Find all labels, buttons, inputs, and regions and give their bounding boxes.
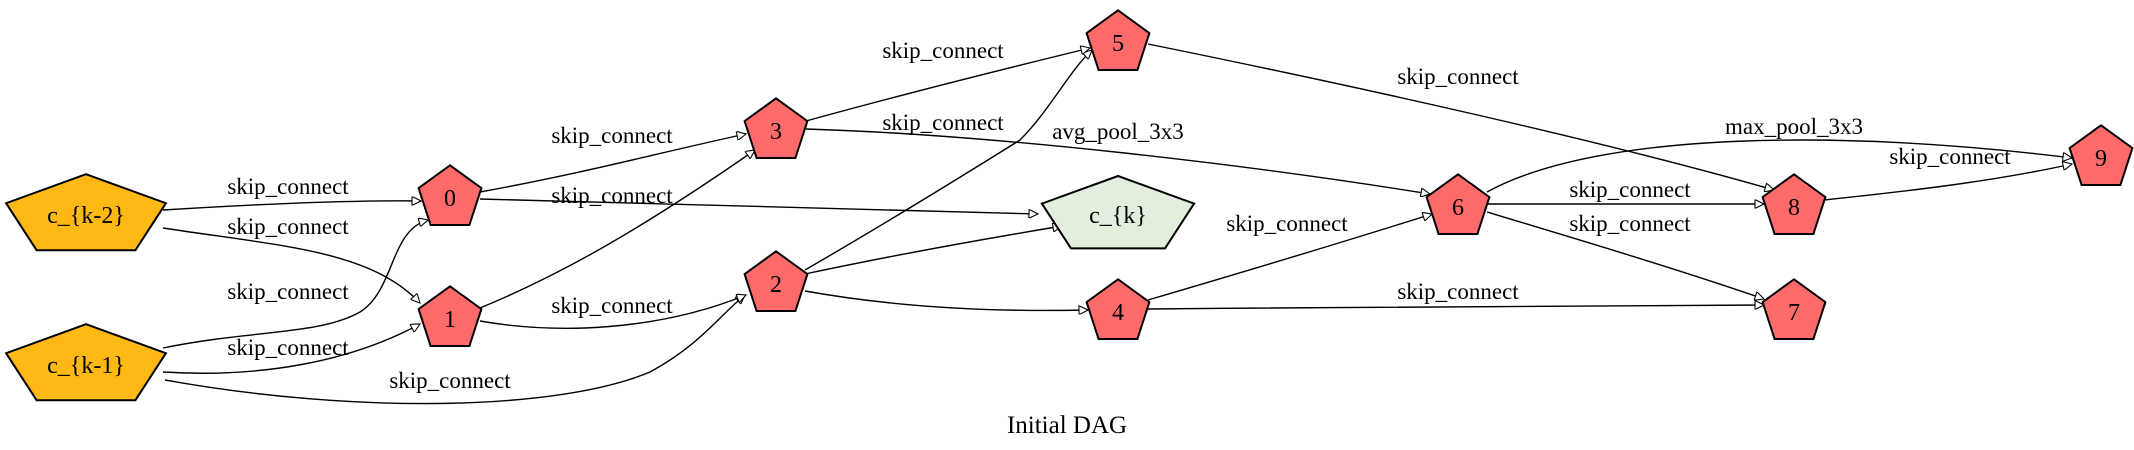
edge-label-n3-to-n5: avg_pool_3x3: [1052, 119, 1184, 144]
edge-label-ck1-to-n2: skip_connect: [389, 368, 511, 393]
node-shape-n0: [417, 164, 483, 226]
edge-label-n4-to-n7: skip_connect: [1397, 64, 1519, 89]
edge-label-n1-to-n2: skip_connect: [551, 293, 673, 318]
edge-ck1-to-n1: [162, 323, 420, 374]
node-shape-n4: [1085, 278, 1151, 340]
node-shape-n9: [2068, 124, 2134, 186]
edge-n1-to-n4: [804, 50, 1092, 271]
node-label-n5: 5: [1112, 31, 1124, 57]
node-n2: 2: [743, 250, 809, 312]
node-n8: 8: [1761, 173, 1827, 235]
edge-label-n6-to-n9: skip_connect: [1569, 177, 1691, 202]
node-shape-ck: [1040, 174, 1196, 250]
node-label-n2: 2: [770, 272, 782, 298]
edge-n4-to-n7: [1147, 43, 1774, 190]
edge-n3-to-n5: [805, 128, 1430, 194]
node-label-n8: 8: [1788, 195, 1800, 221]
edge-labels-layer: skip_connectskip_connectskip_connectskip…: [227, 38, 2011, 393]
node-shape-n7: [1761, 278, 1827, 340]
edge-label-n0-to-n3: skip_connect: [551, 123, 673, 148]
node-n4: 4: [1085, 278, 1151, 340]
node-shape-n2: [743, 250, 809, 312]
edge-n6-to-n7: [1823, 164, 2072, 201]
edge-n6-to-n8: [1486, 211, 1764, 299]
node-shape-n3: [743, 97, 809, 159]
edge-n2-to-n5: [804, 226, 1062, 275]
edge-label-ck2-to-n1: skip_connect: [227, 214, 349, 239]
edge-label-ck1-to-n0: skip_connect: [227, 279, 349, 304]
node-n6: 6: [1425, 173, 1491, 235]
edge-label-n3-to-n6: skip_connect: [1226, 211, 1348, 236]
edges-layer: [162, 43, 2072, 405]
node-label-ck: c_{k}: [1089, 203, 1147, 229]
node-label-ck2: c_{k-2}: [47, 203, 125, 229]
edge-label-ck1-to-n1: skip_connect: [227, 335, 349, 360]
node-label-ck1: c_{k-1}: [47, 353, 125, 379]
node-label-n4: 4: [1112, 300, 1124, 326]
edge-label-n2-to-n4: skip_connect: [882, 38, 1004, 63]
edge-n0-to-ck: [479, 198, 1038, 214]
node-shape-ck1: [4, 323, 168, 402]
node-label-n9: 9: [2095, 146, 2107, 172]
edge-ck1-to-n2: [164, 295, 745, 405]
node-ck1: c_{k-1}: [4, 323, 168, 402]
node-ck: c_{k}: [1040, 174, 1196, 250]
edge-n0-to-n3: [479, 134, 746, 193]
node-ck2: c_{k-2}: [4, 173, 168, 252]
edge-ck1-to-n0: [162, 220, 428, 349]
node-n7: 7: [1761, 278, 1827, 340]
diagram-caption: Initial DAG: [1007, 412, 1127, 439]
node-n9: 9: [2068, 124, 2134, 186]
node-shape-n1: [417, 285, 483, 347]
node-shape-n6: [1425, 173, 1491, 235]
edge-n1-to-n3: [479, 150, 755, 309]
edge-label-n6-to-n8: skip_connect: [1569, 211, 1691, 236]
node-label-n6: 6: [1452, 195, 1464, 221]
edge-label-n5-to-n8: max_pool_3x3: [1725, 114, 1863, 139]
node-n5: 5: [1085, 9, 1151, 71]
node-n3: 3: [743, 97, 809, 159]
edge-label-n0-to-ck: skip_connect: [551, 183, 673, 208]
node-shape-n8: [1761, 173, 1827, 235]
edge-n5-to-n8: [1486, 139, 2072, 193]
node-n1: 1: [417, 285, 483, 347]
edge-ck2-to-n0: [162, 201, 421, 211]
edge-label-n4-to-n6: skip_connect: [1397, 279, 1519, 304]
edge-label-ck2-to-n0: skip_connect: [227, 174, 349, 199]
node-n0: 0: [417, 164, 483, 226]
edge-label-n6-to-n7: skip_connect: [1889, 144, 2011, 169]
node-shape-ck2: [4, 173, 168, 252]
node-label-n1: 1: [444, 307, 456, 333]
edge-n3-to-n6: [1147, 214, 1432, 301]
edge-ck2-to-n1: [162, 227, 420, 303]
node-label-n7: 7: [1788, 300, 1800, 326]
edge-n2-to-n4: [805, 48, 1090, 122]
edge-n2-to-ck: [804, 290, 1088, 310]
node-shape-n5: [1085, 9, 1151, 71]
edge-n1-to-n2: [479, 295, 746, 329]
nodes-layer: c_{k-2} c_{k-1} 0 1 2 3 4 5 6 7 8 9 c_{k}: [4, 9, 2134, 402]
node-label-n0: 0: [444, 186, 456, 212]
edge-label-n1-to-n4: skip_connect: [882, 110, 1004, 135]
node-label-n3: 3: [770, 119, 782, 145]
edge-n4-to-n6: [1147, 305, 1764, 310]
